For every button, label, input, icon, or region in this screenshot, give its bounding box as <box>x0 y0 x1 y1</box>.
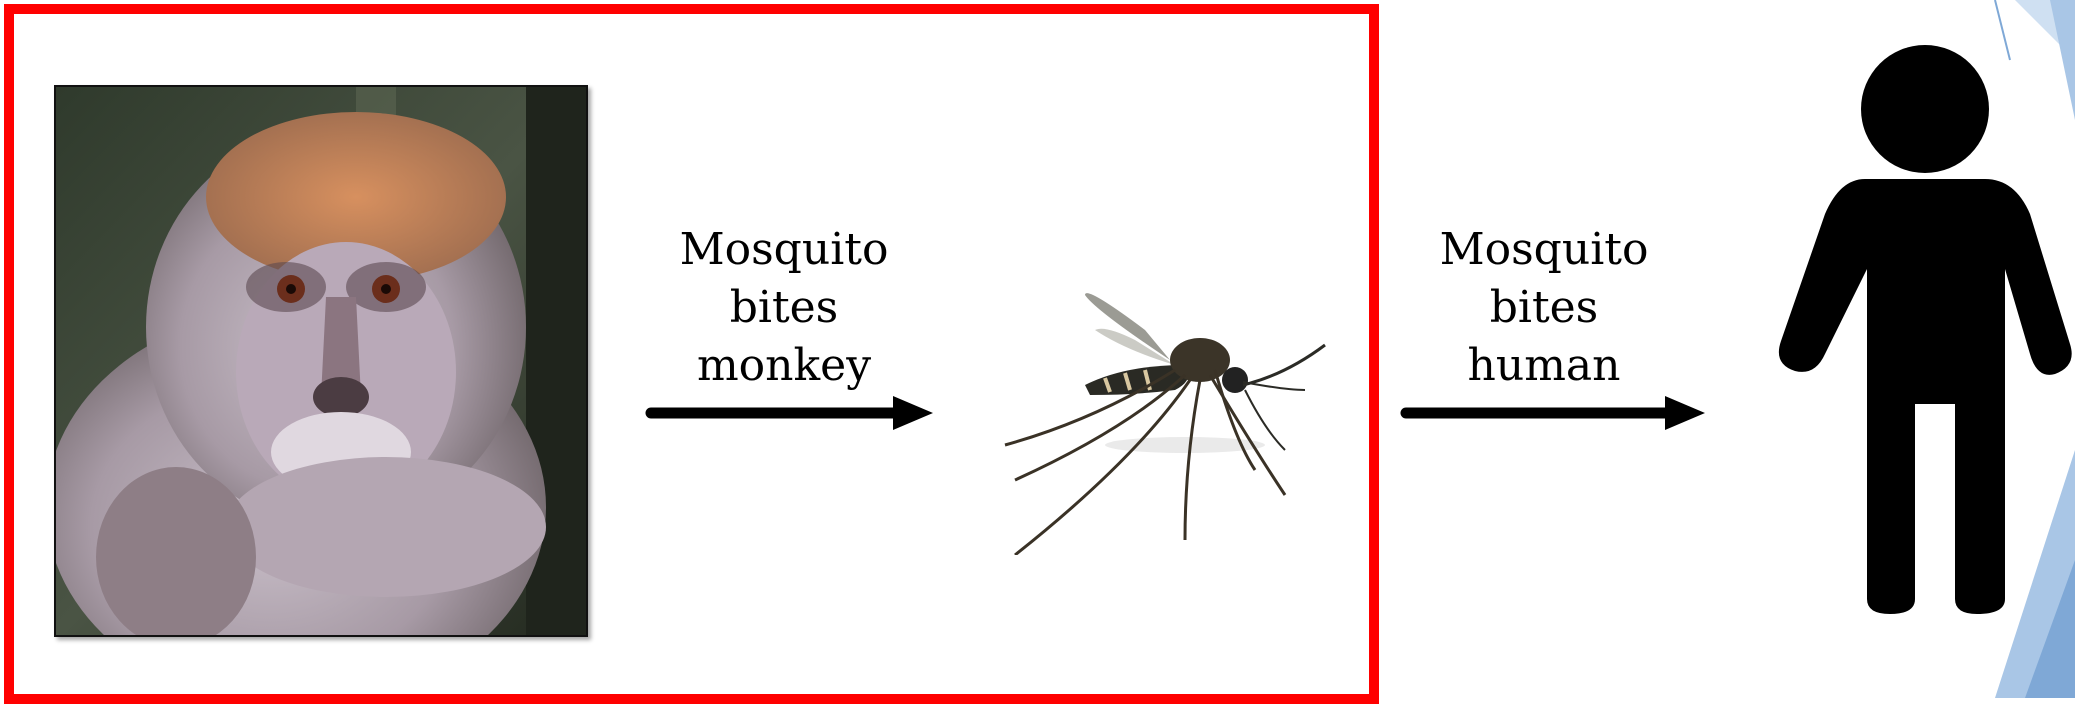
caption-line: bites <box>654 279 914 337</box>
step-caption-monkey: Mosquito bites monkey <box>654 221 914 395</box>
mosquito-image <box>985 270 1365 555</box>
person-icon <box>1755 44 2075 614</box>
arrow-to-mosquito <box>645 393 935 433</box>
step-caption-human: Mosquito bites human <box>1414 221 1674 395</box>
caption-line: Mosquito <box>1414 221 1674 279</box>
monkey-photo <box>54 85 588 637</box>
caption-line: monkey <box>654 337 914 395</box>
caption-line: bites <box>1414 279 1674 337</box>
caption-line: human <box>1414 337 1674 395</box>
arrow-to-human <box>1400 393 1710 433</box>
caption-line: Mosquito <box>654 221 914 279</box>
